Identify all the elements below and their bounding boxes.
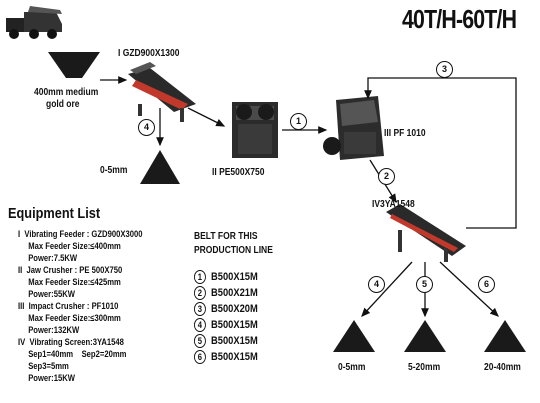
equipment-item-4: IV Vibrating Screen:3YA1548 Sep1=40mm Se… <box>18 336 198 384</box>
equipment-item-3-title: III Impact Crusher : PF1010 <box>18 301 119 311</box>
feeder-output-label: 0-5mm <box>100 165 128 176</box>
jaw-crusher-icon <box>232 102 278 158</box>
equipment-item-4-sep3: Sep3=5mm <box>28 361 69 371</box>
product-pile-feeder-icon <box>140 150 180 184</box>
screen-output-2-label: 5-20mm <box>408 362 441 373</box>
equipment-list: I Vibrating Feeder : GZD900X3000 Max Fee… <box>18 228 198 384</box>
flow-num-4-feeder: 4 <box>138 119 155 136</box>
equipment-item-4-title: IV Vibrating Screen:3YA1548 <box>18 337 124 347</box>
equipment-item-1: I Vibrating Feeder : GZD900X3000 Max Fee… <box>18 228 198 264</box>
jaw-crusher-label: II PE500X750 <box>212 167 265 178</box>
equipment-item-3-size: Max Feeder Size:≤300mm <box>28 313 121 323</box>
flow-num-3: 3 <box>436 61 453 78</box>
feed-label-line1: 400mm medium <box>34 87 99 98</box>
truck-logo-icon <box>6 6 62 39</box>
page-title: 40T/H-60T/H <box>402 4 517 34</box>
equipment-item-2-title: II Jaw Crusher : PE 500X750 <box>18 265 123 275</box>
feed-hopper-icon <box>48 52 100 78</box>
flow-num-6: 6 <box>478 276 495 293</box>
equipment-item-3: III Impact Crusher : PF1010 Max Feeder S… <box>18 300 198 336</box>
flow-num-1: 1 <box>290 113 307 130</box>
screen-label: IV3YA1548 <box>372 199 415 210</box>
equipment-item-1-title: I Vibrating Feeder : GZD900X3000 <box>18 229 143 239</box>
equipment-item-1-size: Max Feeder Size:≤400mm <box>28 241 121 251</box>
flow-num-4-screen: 4 <box>368 276 385 293</box>
feeder-label: I GZD900X1300 <box>118 48 180 59</box>
equipment-item-1-power: Power:7.5KW <box>28 253 78 263</box>
feed-label-line2: gold ore <box>46 99 80 110</box>
product-pile-2-icon <box>404 320 446 352</box>
flow-num-5: 5 <box>416 276 433 293</box>
equipment-item-3-power: Power:132KW <box>28 325 80 335</box>
belt-heading-line2: PRODUCTION LINE <box>194 245 273 256</box>
equipment-item-2-power: Power:55KW <box>28 289 75 299</box>
equipment-list-heading: Equipment List <box>8 205 101 222</box>
vibrating-screen-icon <box>386 204 466 262</box>
impact-crusher-icon <box>323 96 384 160</box>
belt-heading-line1: BELT FOR THIS <box>194 231 258 242</box>
equipment-item-2: II Jaw Crusher : PE 500X750 Max Feeder S… <box>18 264 198 300</box>
impact-crusher-label: III PF 1010 <box>384 128 426 139</box>
equipment-item-4-sep: Sep1=40mm Sep2=20mm <box>28 349 127 359</box>
screen-output-1-label: 0-5mm <box>338 362 366 373</box>
vibrating-feeder-icon <box>128 62 196 122</box>
equipment-item-2-size: Max Feeder Size:≤425mm <box>28 277 121 287</box>
equipment-item-4-power: Power:15KW <box>28 373 75 383</box>
product-pile-1-icon <box>333 320 375 352</box>
product-pile-3-icon <box>484 320 526 352</box>
screen-output-3-label: 20-40mm <box>484 362 521 373</box>
flow-num-2: 2 <box>378 168 395 185</box>
